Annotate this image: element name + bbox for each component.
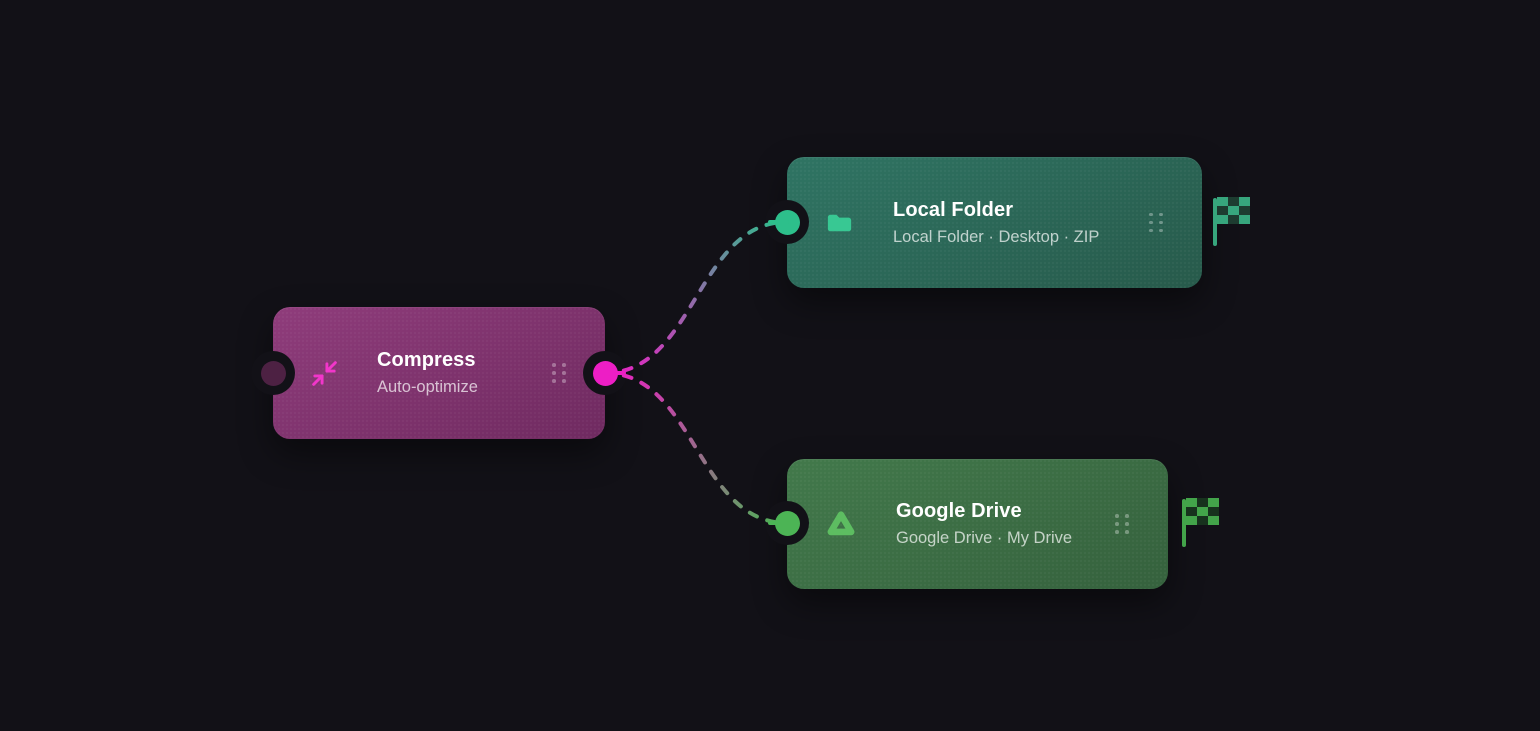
node-text-block: Compress Auto-optimize <box>377 349 478 397</box>
drag-handle-icon[interactable] <box>552 363 566 383</box>
node-subtitle: Google Drive · My Drive <box>896 529 1073 547</box>
google-drive-icon <box>824 507 858 541</box>
node-subtitle: Auto-optimize <box>377 378 478 396</box>
node-local-folder[interactable]: Local Folder Local Folder · Desktop · ZI… <box>787 157 1202 288</box>
port-dot <box>774 510 800 536</box>
node-subtitle: Local Folder · Desktop · ZIP <box>893 227 1100 246</box>
node-title: Local Folder <box>893 198 1014 221</box>
port-dot <box>774 209 800 235</box>
edge-compress-to-google-drive[interactable] <box>603 371 789 525</box>
node-text-block: Google Drive Google Drive · My Drive <box>896 500 1072 548</box>
port-google-drive-input[interactable] <box>765 501 809 545</box>
node-text-block: Local Folder Local Folder · Desktop · ZI… <box>893 199 1099 247</box>
flag-pole <box>1213 198 1217 246</box>
compress-icon <box>310 359 339 388</box>
flag-field <box>1217 197 1250 224</box>
node-compress[interactable]: Compress Auto-optimize <box>273 307 605 439</box>
drag-handle-icon[interactable] <box>1115 514 1129 534</box>
node-google-drive[interactable]: Google Drive Google Drive · My Drive <box>787 459 1168 589</box>
folder-icon <box>824 207 855 238</box>
port-dot <box>260 360 286 386</box>
edge-compress-to-local-folder[interactable] <box>603 220 789 375</box>
node-title: Compress <box>377 349 476 371</box>
port-compress-output[interactable] <box>583 351 627 395</box>
port-local-folder-input[interactable] <box>765 200 809 244</box>
port-dot <box>592 360 618 386</box>
flag-pole <box>1182 499 1186 547</box>
drag-handle-icon[interactable] <box>1149 212 1163 233</box>
flag-field <box>1186 498 1219 525</box>
node-title: Google Drive <box>896 500 1022 522</box>
port-compress-input[interactable] <box>251 351 295 395</box>
